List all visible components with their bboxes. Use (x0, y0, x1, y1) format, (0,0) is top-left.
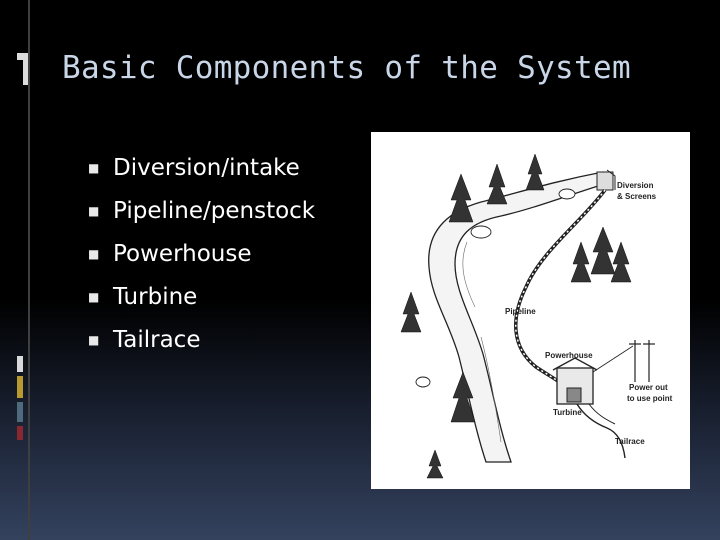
label-diversion: Diversion (617, 181, 654, 190)
bullet-item: ■ Tailrace (88, 318, 315, 361)
powerhouse-building (556, 367, 594, 405)
bullet-label: Pipeline/penstock (113, 197, 316, 224)
label-powerhouse: Powerhouse (545, 351, 593, 360)
bullet-item: ■ Pipeline/penstock (88, 189, 315, 232)
accent-block-white (17, 356, 23, 372)
bullet-label: Diversion/intake (113, 154, 300, 181)
bullet-item: ■ Turbine (88, 275, 315, 318)
turbine-unit (566, 387, 582, 403)
accent-block-red (17, 426, 23, 440)
tailrace-channel (576, 403, 626, 459)
label-use-point: to use point (627, 394, 673, 403)
accent-block-slate (17, 402, 23, 422)
tree-group (400, 153, 632, 479)
bullet-label: Tailrace (113, 326, 201, 353)
diagram-drawing: Diversion & Screens Pipeline Powerhouse … (400, 153, 673, 479)
square-bullet-icon: ■ (88, 160, 100, 175)
label-tailrace: Tailrace (615, 437, 645, 446)
title-accent-notch (17, 60, 23, 85)
bullet-item: ■ Powerhouse (88, 232, 315, 275)
hydro-system-diagram: Diversion & Screens Pipeline Powerhouse … (371, 132, 690, 489)
label-pipeline: Pipeline (505, 307, 536, 316)
rock-group (415, 188, 576, 388)
square-bullet-icon: ■ (88, 332, 100, 347)
label-power-out: Power out (629, 383, 668, 392)
left-divider-line (28, 0, 30, 540)
bullet-label: Powerhouse (113, 240, 252, 267)
diversion-structure (596, 171, 614, 191)
square-bullet-icon: ■ (88, 203, 100, 218)
label-turbine: Turbine (553, 408, 582, 417)
bullet-item: ■ Diversion/intake (88, 146, 315, 189)
accent-block-gold (17, 376, 23, 398)
label-diversion-screens: & Screens (617, 192, 657, 201)
square-bullet-icon: ■ (88, 246, 100, 261)
slide-title: Basic Components of the System (62, 50, 631, 86)
bullet-list: ■ Diversion/intake ■ Pipeline/penstock ■ Po… (88, 146, 315, 361)
square-bullet-icon: ■ (88, 289, 100, 304)
bullet-label: Turbine (113, 283, 198, 310)
